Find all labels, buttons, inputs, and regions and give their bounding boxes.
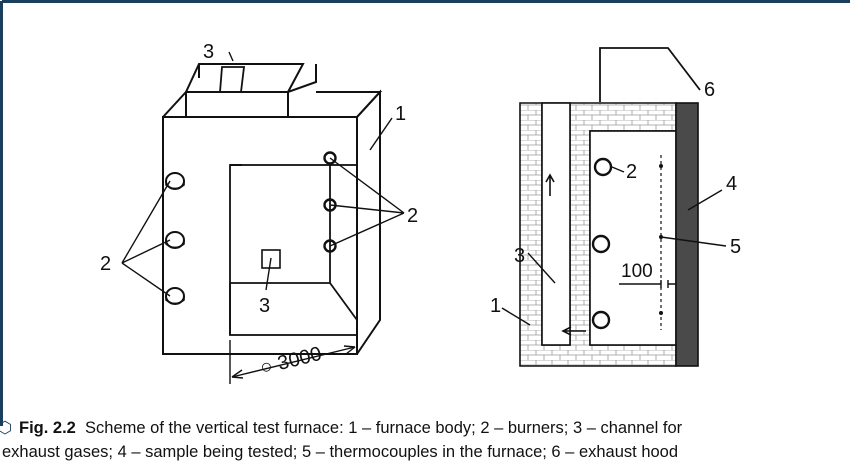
dimension-label: ○ 3000 (258, 343, 324, 379)
burner-top (593, 157, 613, 177)
label-burners-left: 2 (100, 253, 111, 275)
label-channel-top: 3 (203, 41, 214, 63)
exhaust-hood-line (599, 47, 701, 102)
furnace-cross-section (501, 47, 727, 367)
flow-arrow-up (545, 173, 555, 196)
figure-number: Fig. 2.2 (19, 419, 76, 437)
test-specimen (675, 102, 699, 367)
caption-text-1: Scheme of the vertical test furnace: 1 –… (85, 419, 683, 437)
label-furnace-body-left: 1 (395, 103, 406, 125)
caption-text-2: exhaust gases; 4 – sample being tested; … (2, 443, 679, 461)
exhaust-channel (541, 102, 571, 346)
caption-line-1: ⬡ Fig. 2.2 Scheme of the vertical test fu… (0, 416, 682, 440)
label-burners-right: 2 (407, 205, 418, 227)
figure-caption: ⬡ Fig. 2.2 Scheme of the vertical test fu… (0, 418, 850, 461)
dimension-symbol: ○ (258, 355, 275, 379)
label-channel-floor: 3 (259, 295, 270, 317)
caption-line-2: exhaust gases; 4 – sample being tested; … (2, 440, 678, 464)
burner-bottom (591, 310, 611, 330)
hexagon-icon: ⬡ (0, 419, 13, 437)
furnace-isometric-view (121, 51, 405, 384)
label-channel-right: 3 (514, 245, 525, 267)
thermocouple-point-3 (659, 311, 663, 315)
label-furnace-body-right: 1 (490, 295, 501, 317)
dimension-value: 3000 (275, 343, 324, 375)
flow-arrow-left (561, 326, 586, 336)
label-distance: 100 (621, 261, 653, 282)
label-burner-right: 2 (626, 161, 637, 183)
label-thermocouple: 5 (730, 236, 741, 258)
distance-100-marker (619, 280, 676, 288)
label-specimen: 4 (726, 173, 737, 195)
burner-middle (591, 234, 611, 254)
label-exhaust-hood: 6 (704, 79, 715, 101)
thermocouple-point-1 (659, 164, 663, 168)
